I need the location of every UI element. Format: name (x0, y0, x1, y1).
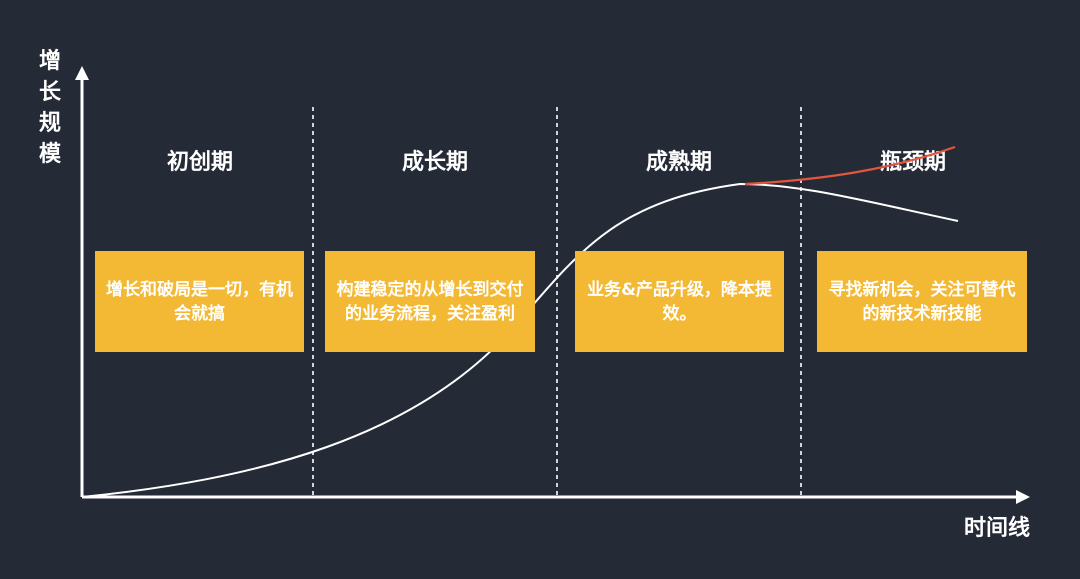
growth-curve (81, 182, 959, 498)
stage-note-mature: 业务&产品升级，降本提效。 (575, 251, 784, 352)
stage-note-bottleneck: 寻找新机会，关注可替代的新技术新技能 (817, 251, 1027, 352)
y-axis-arrow (75, 66, 89, 80)
stage-note-startup: 增长和破局是一切，有机会就搞 (95, 251, 304, 352)
stage-note-text: 增长和破局是一切，有机会就搞 (106, 279, 293, 324)
stage-title-startup: 初创期 (166, 150, 233, 175)
stage-note-growth: 构建稳定的从增长到交付的业务流程，关注盈利 (325, 251, 535, 352)
y-axis-label: 增长规模 (38, 49, 61, 167)
stage-title-mature: 成熟期 (645, 150, 712, 175)
x-axis-label: 时间线 (964, 516, 1031, 541)
stage-title-growth: 成长期 (401, 150, 468, 175)
second-growth-curve (744, 145, 956, 186)
stage-note-text: 寻找新机会，关注可替代的新技术新技能 (828, 279, 1016, 324)
x-axis-arrow (1016, 490, 1030, 504)
stage-note-text: 构建稳定的从增长到交付的业务流程，关注盈利 (336, 279, 524, 324)
stage-note-text: 业务&产品升级，降本提效。 (587, 279, 772, 324)
